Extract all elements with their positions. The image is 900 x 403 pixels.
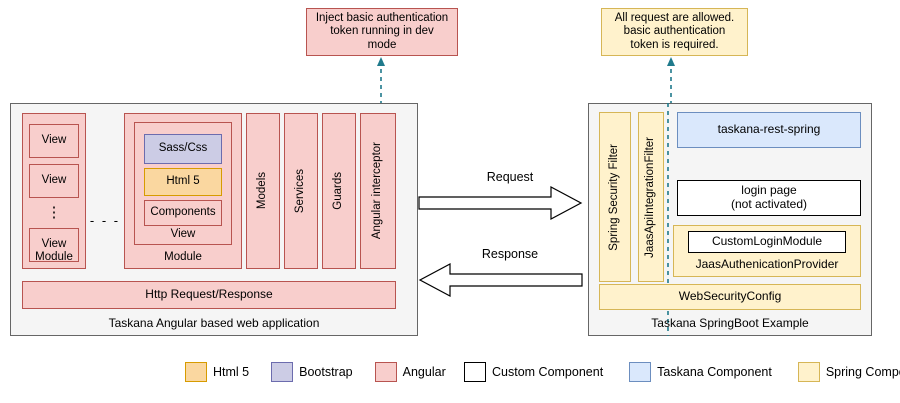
view-box-3-label: View bbox=[41, 238, 67, 251]
legend-item-custom-component: Custom Component bbox=[464, 362, 603, 382]
module-separator-label: - - - bbox=[89, 212, 121, 228]
module-detailed-caption: Module bbox=[124, 248, 242, 268]
block-components-label: Components bbox=[150, 206, 216, 219]
request-arrow-label-text: Request bbox=[486, 169, 534, 184]
callout-inject-token-line-1: Inject basic authentication bbox=[315, 12, 449, 25]
column-angular-interceptor: Angular interceptor bbox=[360, 113, 396, 269]
legend-swatch-custom-component bbox=[464, 362, 486, 382]
column-models-label: Models bbox=[256, 172, 269, 210]
block-html5-label: Html 5 bbox=[166, 175, 200, 188]
request-arrow-label: Request bbox=[440, 168, 580, 186]
callout-all-requests-allowed: All request are allowed. basic authentic… bbox=[601, 8, 748, 56]
custom-login-module-block: CustomLoginModule bbox=[688, 231, 846, 253]
module-detailed-view-caption-label: View bbox=[170, 228, 196, 241]
legend-label-taskana-component: Taskana Component bbox=[657, 365, 772, 379]
callout-inject-token: Inject basic authentication token runnin… bbox=[306, 8, 458, 56]
jaas-authentication-provider-caption-label: JaasAuthenicationProvider bbox=[695, 257, 839, 272]
legend-label-bootstrap: Bootstrap bbox=[299, 365, 353, 379]
block-components: Components bbox=[144, 200, 222, 226]
login-page-line-2: (not activated) bbox=[730, 197, 808, 211]
view-box-2: View bbox=[29, 164, 79, 198]
callout-all-requests-line-3: token is required. bbox=[630, 38, 719, 51]
http-request-response-bar: Http Request/Response bbox=[22, 281, 396, 309]
legend-swatch-taskana-component bbox=[629, 362, 652, 382]
callout-all-requests-line-1: All request are allowed. bbox=[614, 12, 735, 25]
legend-swatch-spring-component bbox=[797, 362, 820, 382]
module-simple-caption: Module bbox=[22, 248, 86, 268]
view-box-1-label: View bbox=[41, 134, 67, 147]
legend-label-html5: Html 5 bbox=[213, 365, 250, 379]
jaas-authentication-provider-caption: JaasAuthenicationProvider bbox=[673, 255, 861, 275]
legend-label-spring-component: Spring Component bbox=[825, 365, 900, 379]
legend-right-group: Custom Component Taskana Component Sprin… bbox=[464, 362, 900, 382]
legend-swatch-bootstrap bbox=[271, 362, 294, 382]
request-arrow-icon bbox=[418, 186, 583, 220]
jaas-api-integration-filter: JaasApiIntegrationFilter bbox=[638, 112, 664, 282]
left-panel-caption: Taskana Angular based web application bbox=[10, 314, 418, 334]
response-arrow-icon bbox=[418, 263, 583, 297]
login-page-block: login page (not activated) bbox=[677, 180, 861, 216]
module-detailed-caption-label: Module bbox=[164, 251, 202, 264]
view-box-1: View bbox=[29, 124, 79, 158]
module-simple-ellipsis: ⋮ bbox=[29, 200, 79, 226]
legend-item-angular: Angular bbox=[374, 362, 446, 382]
right-panel-caption-label: Taskana SpringBoot Example bbox=[651, 316, 809, 331]
legend-swatch-angular bbox=[374, 362, 397, 382]
module-simple-ellipsis-glyph: ⋮ bbox=[46, 204, 62, 222]
block-sass-css-label: Sass/Css bbox=[158, 142, 208, 155]
column-guards: Guards bbox=[322, 113, 356, 269]
spring-security-filter: Spring Security Filter bbox=[599, 112, 631, 282]
http-request-response-label: Http Request/Response bbox=[145, 287, 273, 302]
legend-item-spring-component: Spring Component bbox=[797, 362, 900, 382]
taskana-rest-spring-label: taskana-rest-spring bbox=[717, 122, 821, 137]
custom-login-module-label: CustomLoginModule bbox=[711, 234, 823, 249]
block-html5: Html 5 bbox=[144, 168, 222, 196]
legend-item-html5: Html 5 bbox=[185, 362, 249, 382]
callout-inject-token-line-3: mode bbox=[367, 38, 397, 51]
view-box-2-label: View bbox=[41, 174, 67, 187]
web-security-config-block: WebSecurityConfig bbox=[599, 284, 861, 310]
right-panel-caption: Taskana SpringBoot Example bbox=[588, 314, 872, 334]
web-security-config-label: WebSecurityConfig bbox=[678, 289, 782, 304]
callout-inject-token-line-2: token running in dev bbox=[330, 25, 434, 38]
module-simple-caption-label: Module bbox=[35, 251, 73, 264]
block-sass-css: Sass/Css bbox=[144, 134, 222, 164]
column-models: Models bbox=[246, 113, 280, 269]
column-services-label: Services bbox=[294, 168, 307, 214]
legend-item-bootstrap: Bootstrap bbox=[271, 362, 353, 382]
legend-label-custom-component: Custom Component bbox=[492, 365, 604, 379]
legend-label-angular: Angular bbox=[402, 365, 446, 379]
column-services: Services bbox=[284, 113, 318, 269]
column-guards-label: Guards bbox=[332, 172, 345, 210]
legend-left-group: Html 5 Bootstrap Angular bbox=[185, 362, 446, 382]
column-angular-interceptor-label: Angular interceptor bbox=[371, 142, 384, 240]
module-separator: - - - bbox=[88, 212, 122, 230]
left-panel-caption-label: Taskana Angular based web application bbox=[108, 316, 320, 331]
module-detailed-view-caption: View bbox=[134, 226, 232, 244]
jaas-api-integration-filter-label: JaasApiIntegrationFilter bbox=[644, 136, 657, 258]
taskana-rest-spring-block: taskana-rest-spring bbox=[677, 112, 861, 148]
spring-security-filter-label: Spring Security Filter bbox=[608, 143, 621, 251]
login-page-line-1: login page bbox=[741, 183, 797, 198]
callout-all-requests-line-2: basic authentication bbox=[623, 25, 726, 38]
legend-item-taskana-component: Taskana Component bbox=[629, 362, 772, 382]
response-arrow-label: Response bbox=[440, 245, 580, 263]
legend-swatch-html5 bbox=[185, 362, 207, 382]
response-arrow-label-text: Response bbox=[481, 246, 539, 261]
view-box-3: View bbox=[29, 228, 79, 262]
